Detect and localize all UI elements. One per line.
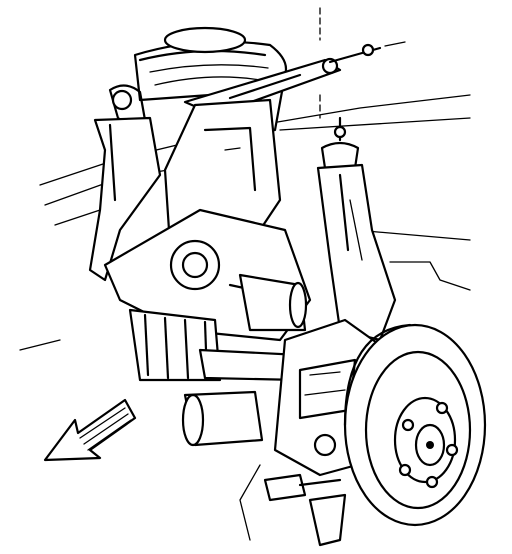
drive-axle (128, 273, 308, 382)
lower-stud (263, 473, 347, 547)
upper-control-arm (183, 57, 342, 117)
steering-knuckle (316, 163, 397, 342)
stabilizer-shaft (181, 348, 302, 447)
wheel-hub (393, 396, 459, 489)
front-direction-arrow-icon (43, 398, 137, 462)
tie-rod (328, 41, 406, 64)
